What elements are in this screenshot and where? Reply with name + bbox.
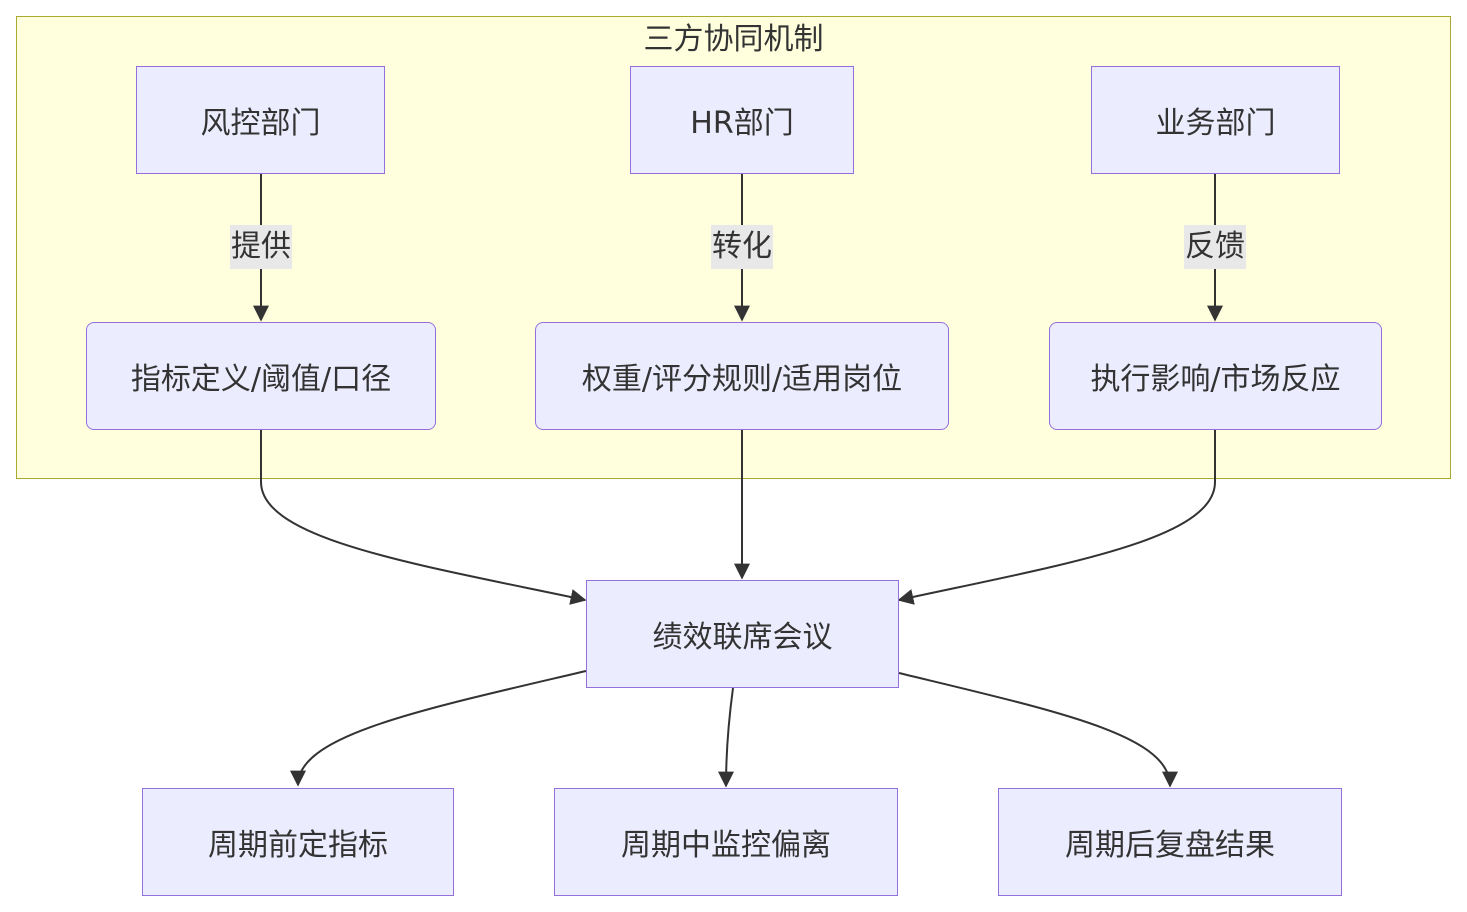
edge-label-feedback: 反馈 xyxy=(1184,225,1246,269)
edge-label-transform: 转化 xyxy=(711,225,773,269)
edge-meeting-to-post xyxy=(898,672,1178,788)
edge-risk-output-to-meeting xyxy=(260,430,587,605)
node-hr-output[interactable]: 权重/评分规则/适用岗位 xyxy=(535,322,949,430)
node-post-cycle[interactable]: 周期后复盘结果 xyxy=(998,788,1342,896)
node-hr-dept[interactable]: HR部门 xyxy=(630,66,854,174)
edge-label-provide: 提供 xyxy=(230,225,292,269)
cluster-title: 三方协同机制 xyxy=(643,22,824,57)
node-mid-cycle[interactable]: 周期中监控偏离 xyxy=(554,788,898,896)
node-biz-dept[interactable]: 业务部门 xyxy=(1091,66,1340,174)
node-biz-output[interactable]: 执行影响/市场反应 xyxy=(1049,322,1382,430)
edge-meeting-to-mid xyxy=(718,687,735,788)
node-pre-cycle[interactable]: 周期前定指标 xyxy=(142,788,454,896)
edge-biz-output-to-meeting xyxy=(897,430,1216,605)
edge-meeting-to-pre xyxy=(290,670,587,787)
node-risk-output[interactable]: 指标定义/阈值/口径 xyxy=(86,322,436,430)
node-meeting[interactable]: 绩效联席会议 xyxy=(586,580,899,688)
node-risk-dept[interactable]: 风控部门 xyxy=(136,66,385,174)
